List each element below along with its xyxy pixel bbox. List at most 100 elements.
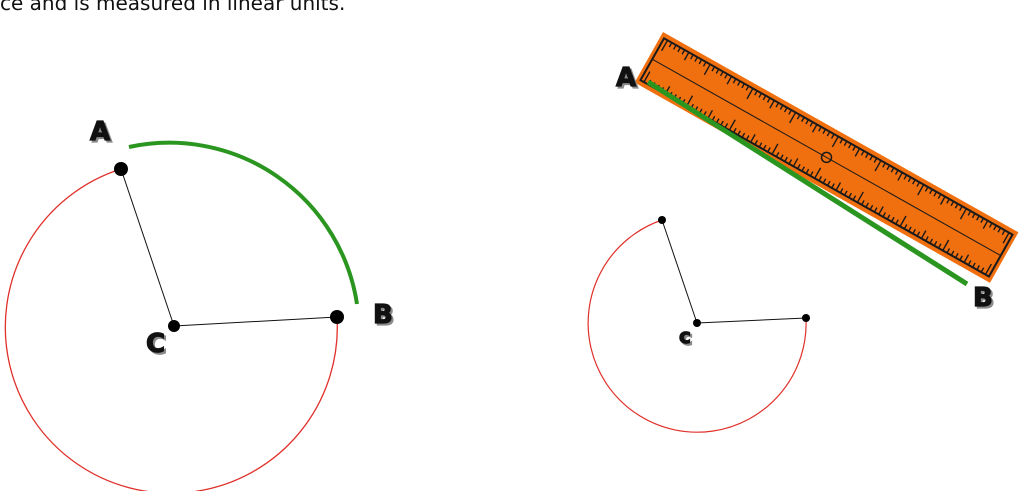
ruler-tick	[959, 255, 963, 261]
arc-ab-green	[128, 140, 359, 305]
ruler-tick	[805, 119, 810, 125]
ruler-tick	[741, 132, 746, 138]
ruler-tick	[767, 147, 771, 153]
ruler-tick	[822, 128, 827, 134]
ruler-tick	[769, 100, 775, 109]
right-diagram: A B c	[587, 32, 1019, 433]
ruler-tick	[754, 90, 758, 96]
point-c	[168, 320, 180, 332]
ruler-tick	[997, 227, 1002, 233]
ruler-tick	[976, 215, 980, 221]
ruler-tick	[835, 182, 842, 191]
ruler-tick	[814, 167, 822, 179]
point-a	[114, 162, 128, 176]
ruler-ticks-top	[661, 39, 1010, 244]
ruler-tick	[668, 42, 673, 48]
ruler-tick	[894, 169, 899, 175]
ruler-tick	[912, 179, 916, 185]
ruler-tick	[980, 267, 985, 273]
ruler-tick	[984, 263, 992, 275]
ruler-tick	[745, 135, 750, 141]
ruler-tick	[779, 104, 784, 110]
ruler-tick	[903, 174, 908, 180]
ruler-tick	[993, 225, 997, 231]
ruler-tick	[929, 189, 933, 195]
ruler-tick	[719, 71, 724, 77]
left-diagram: A B C	[4, 116, 393, 491]
ruler-tick	[852, 195, 857, 201]
radius-ca	[120, 168, 175, 327]
ruler-tick	[711, 66, 716, 72]
ruler-tick	[750, 134, 756, 143]
ruler-tick	[698, 59, 703, 65]
ruler-tick	[861, 200, 865, 206]
ruler-tick	[694, 56, 699, 62]
ruler-tick	[724, 123, 729, 129]
ruler-tick	[737, 80, 741, 86]
ruler-tick	[792, 158, 799, 167]
ruler-tick	[869, 204, 874, 210]
ruler-tick	[711, 115, 716, 121]
ruler-emblem	[820, 151, 833, 164]
ruler-tick	[967, 210, 972, 216]
ruler-tick	[912, 228, 916, 234]
ruler-tick	[972, 262, 976, 268]
radius-cb	[173, 316, 338, 327]
ruler-tick	[809, 121, 814, 127]
ruler-tick	[886, 165, 891, 171]
ruler	[634, 32, 1019, 283]
ruler-tick	[728, 119, 736, 131]
ruler-tick	[715, 118, 720, 124]
small-point-a	[658, 216, 666, 224]
ruler-tick	[677, 47, 681, 53]
ruler-tick	[1001, 229, 1006, 236]
ruler-tick	[703, 63, 711, 76]
ruler-tick	[982, 220, 989, 229]
ruler-tick	[895, 219, 899, 225]
ruler-tick	[707, 109, 714, 119]
ruler-tick	[775, 151, 780, 158]
ruler-tick	[920, 230, 927, 239]
ruler-tick	[959, 205, 963, 211]
ruler-tick	[779, 154, 784, 160]
ruler-tick	[946, 198, 950, 204]
small-point-b	[802, 314, 810, 322]
ruler-tick	[732, 127, 737, 133]
ruler-tick	[789, 112, 797, 124]
ruler-tick	[830, 133, 835, 139]
ruler-tick	[916, 181, 920, 187]
ruler-tick	[933, 240, 938, 247]
ruler-tick	[797, 163, 801, 170]
ruler-tick	[950, 201, 955, 207]
ruler-tick	[916, 231, 921, 237]
ruler-tick	[741, 83, 745, 89]
ruler-tick	[784, 156, 788, 162]
ruler-tick	[950, 250, 955, 256]
ruler-tick	[762, 95, 767, 101]
ruler-tick	[783, 107, 788, 113]
ruler-tick	[954, 203, 959, 209]
ruler-tick	[899, 215, 907, 227]
small-radius-cb	[696, 317, 807, 324]
ruler-tick	[737, 130, 741, 136]
ruler-tick	[963, 254, 970, 263]
ruler-tick	[865, 152, 869, 159]
label-b: B	[373, 300, 393, 330]
ruler-tick	[702, 61, 707, 67]
ruler-tick	[788, 159, 793, 165]
ruler-tick	[758, 142, 763, 148]
ruler-tick	[745, 85, 750, 91]
ruler-tick	[939, 196, 946, 205]
ruler-tick	[818, 176, 823, 182]
ruler-tick	[801, 116, 805, 122]
ruler-tick	[715, 68, 720, 74]
ruler-tick	[762, 144, 767, 150]
ruler-tick	[843, 140, 848, 147]
ruler-tick	[929, 238, 934, 244]
ruler-ticks-bottom	[643, 71, 992, 275]
small-label-c: c	[679, 324, 691, 348]
segment-ab-green	[646, 79, 969, 287]
ruler-tick	[869, 155, 874, 161]
ruler-tick	[818, 126, 822, 132]
ruler-tick	[681, 49, 686, 55]
